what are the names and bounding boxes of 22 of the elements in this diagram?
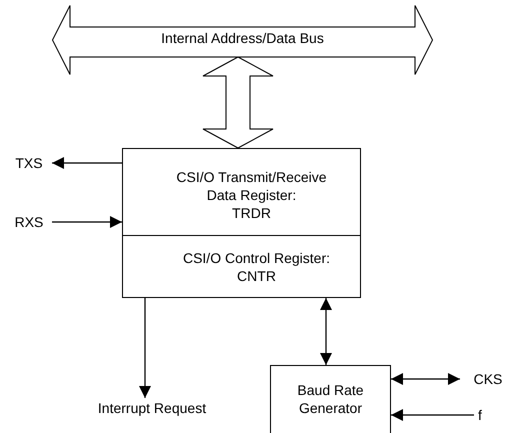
arrow xyxy=(139,298,151,398)
generator-box xyxy=(270,365,391,433)
register-box xyxy=(122,236,361,298)
signal-label: f xyxy=(472,406,488,424)
register-box xyxy=(122,148,361,236)
block-label: CSI/O Transmit/Receive Data Register: xyxy=(175,168,328,204)
signal-label: CKS xyxy=(466,370,510,388)
bus-connection-arrow xyxy=(202,56,274,149)
signal-label: RXS xyxy=(8,213,50,231)
register-name: TRDR xyxy=(232,204,271,222)
register-name: CNTR xyxy=(237,266,276,284)
arrow xyxy=(52,216,122,228)
arrow xyxy=(52,157,122,169)
arrow xyxy=(320,298,332,365)
block-label: CSI/O Control Register: xyxy=(182,248,330,266)
arrow xyxy=(391,373,460,385)
block-label: Baud Rate Generator xyxy=(296,381,365,417)
arrow xyxy=(391,409,474,421)
signal-label: Interrupt Request xyxy=(78,398,226,418)
bus-arrow xyxy=(52,5,433,75)
signal-label: TXS xyxy=(8,154,50,172)
block-label: Internal Address/Data Bus xyxy=(161,29,324,47)
